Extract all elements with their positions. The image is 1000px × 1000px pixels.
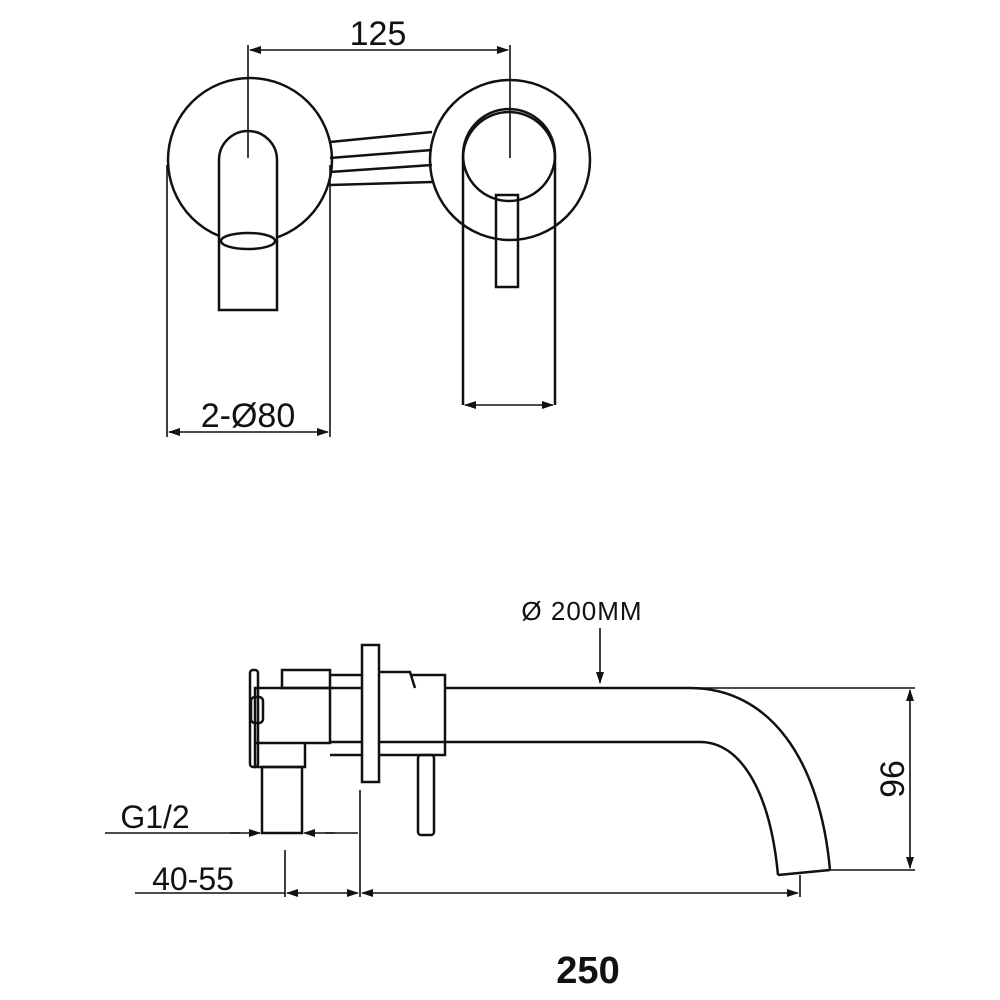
spout-outlet — [219, 231, 277, 251]
handle-lever-side — [416, 753, 436, 837]
valve-knob — [249, 695, 265, 725]
top-view: 125 2-Ø80 — [166, 15, 592, 437]
dim-label-wall: 40-55 — [152, 861, 234, 897]
dim-label-diameter: 2-Ø80 — [201, 397, 296, 435]
handle-housing — [380, 670, 447, 757]
spout-top — [217, 129, 279, 312]
valve-stem — [330, 673, 362, 757]
dim-label-96: 96 — [874, 760, 912, 798]
valve-nut-top — [280, 668, 332, 690]
extension-lines-dia — [166, 165, 331, 437]
side-view: Ø 200MM 96 G1/2 40-55 250 — [105, 596, 915, 992]
dim-label-250: 250 — [556, 950, 619, 992]
handle-body — [461, 110, 557, 405]
connecting-pipe — [329, 130, 433, 187]
wall-plate-side — [360, 643, 381, 784]
handle-knob — [461, 107, 557, 203]
valve-inlet-base — [253, 743, 307, 769]
spout-side — [445, 686, 832, 877]
handle-lever — [494, 193, 520, 289]
inlet-pipe — [260, 765, 304, 835]
extension-lines-bottom — [284, 790, 801, 897]
valve-body — [253, 686, 332, 745]
extension-lines — [247, 45, 511, 158]
dim-label-125: 125 — [350, 15, 407, 53]
dim-label-spout-diameter: Ø 200MM — [521, 596, 642, 626]
dim-label-thread: G1/2 — [120, 799, 189, 835]
extension-lines-height — [690, 687, 915, 871]
